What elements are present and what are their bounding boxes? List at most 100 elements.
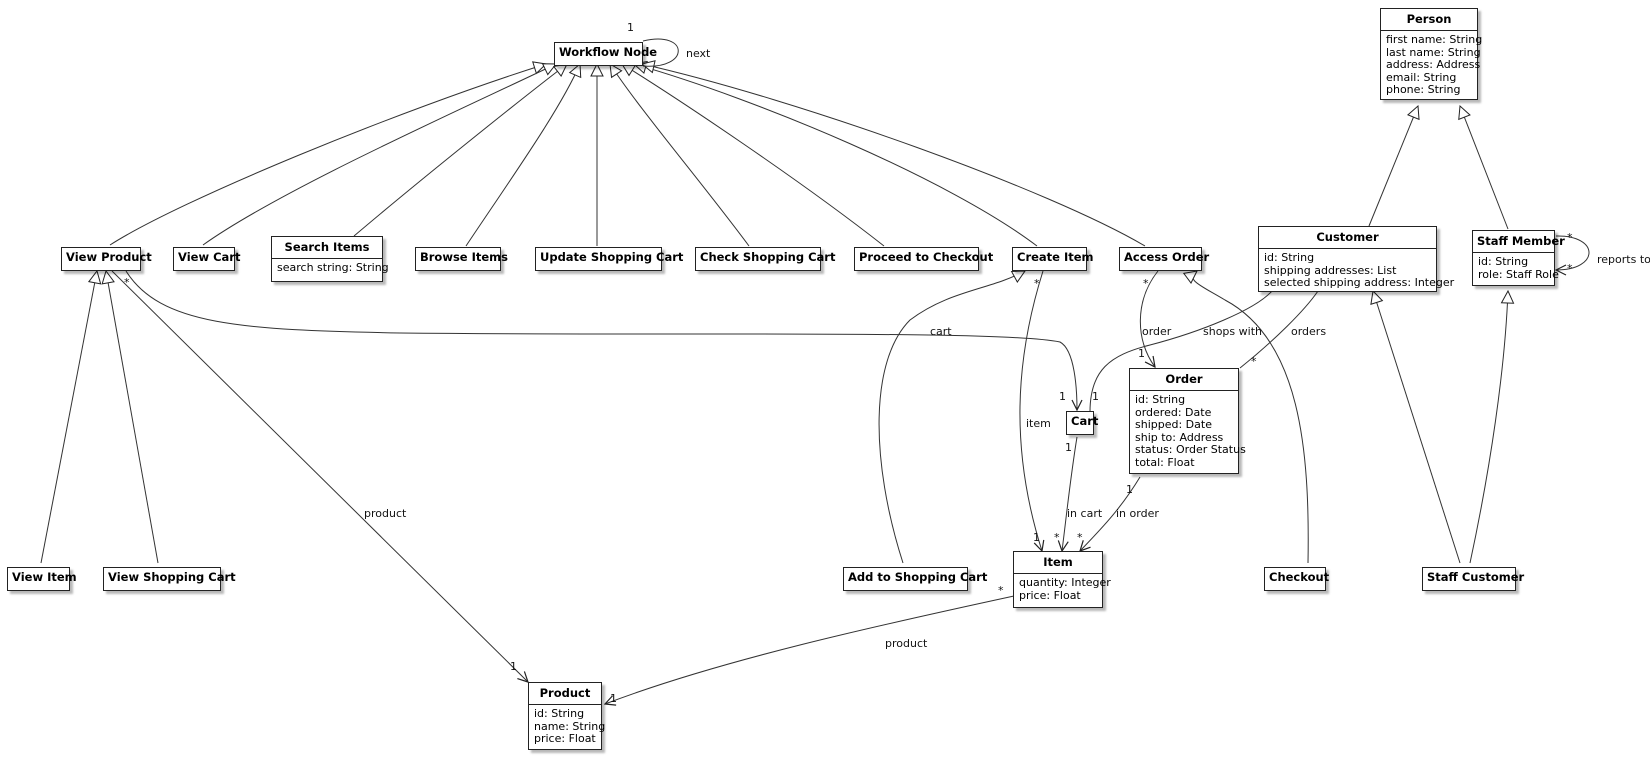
- class-title: Check Shopping Cart: [700, 250, 836, 264]
- mult-cart-item-1: 1: [1065, 441, 1072, 454]
- class-attributes: id: String role: Staff Role: [1473, 252, 1559, 284]
- class-attributes: id: String name: String price: Float: [529, 704, 605, 749]
- attribute: id: String: [1478, 255, 1529, 268]
- class-browse-items: Browse Items: [415, 247, 509, 271]
- assoc-order: [1139, 270, 1159, 367]
- attribute: ship to: Address: [1135, 430, 1224, 444]
- label-shops-with: shops with: [1203, 325, 1262, 338]
- attribute: ordered: Date: [1135, 405, 1212, 419]
- gen-create-item-workflow: [634, 64, 1038, 247]
- mult-order-item-star: *: [1077, 531, 1083, 544]
- gen-view-product-workflow: [109, 64, 546, 246]
- class-title: Add to Shopping Cart: [848, 570, 988, 584]
- class-title: Update Shopping Cart: [540, 250, 684, 264]
- class-access-order: Access Order: [1119, 247, 1209, 271]
- assoc-cart: [125, 270, 1077, 410]
- gen-staff-customer-customer: [1373, 291, 1461, 564]
- class-add-to-shopping-cart: Add to Shopping Cart: [843, 567, 988, 591]
- mult-item-product-1: 1: [610, 692, 617, 705]
- gen-search-items-workflow: [353, 64, 567, 237]
- attribute: address: Address: [1386, 58, 1481, 72]
- class-title: View Cart: [178, 250, 241, 264]
- mult-vp-cart-1: 1: [1059, 390, 1066, 403]
- mult-ao-order-star: *: [1143, 277, 1149, 290]
- gen-access-order-workflow: [642, 64, 1146, 247]
- class-title: Proceed to Checkout: [859, 250, 994, 264]
- attribute: price: Float: [534, 732, 596, 746]
- gen-view-item-view-product: [40, 271, 97, 564]
- class-title: Browse Items: [420, 250, 509, 264]
- attribute: id: String: [1264, 251, 1315, 264]
- class-staff-customer: Staff Customer: [1422, 567, 1525, 591]
- assoc-product: [111, 270, 528, 682]
- label-order: order: [1142, 325, 1172, 338]
- mult-cust-cart-1: 1: [1092, 390, 1099, 403]
- attribute: total: Float: [1135, 455, 1195, 469]
- class-title: Workflow Node: [559, 45, 658, 59]
- label-in-order: in order: [1116, 507, 1159, 520]
- gen-staff-member-person: [1460, 106, 1509, 230]
- gen-customer-person: [1368, 106, 1418, 227]
- label-product: product: [364, 507, 407, 520]
- label-orders: orders: [1291, 325, 1326, 338]
- assoc-orders: [1239, 278, 1327, 369]
- class-title: Cart: [1071, 414, 1099, 428]
- attribute: first name: String: [1386, 33, 1483, 46]
- class-view-item: View Item: [7, 567, 77, 591]
- attribute: quantity: Integer: [1019, 576, 1111, 589]
- class-title: View Item: [12, 570, 77, 584]
- class-title: Product: [539, 686, 591, 700]
- mult-order-item-1: 1: [1126, 483, 1133, 496]
- attribute: phone: String: [1386, 83, 1461, 97]
- mult-ci-item-star: *: [1034, 277, 1040, 290]
- label-item-product: product: [885, 637, 928, 650]
- class-workflow-node: Workflow Node: [554, 42, 658, 66]
- attribute: status: Order Status: [1135, 443, 1246, 457]
- label-in-cart: in cart: [1067, 507, 1103, 520]
- mult-item-product-star: *: [998, 584, 1004, 597]
- class-title: Item: [1043, 555, 1073, 569]
- gen-browse-items-workflow: [465, 64, 580, 247]
- class-staff-member: Staff Member id: String role: Staff Role: [1472, 230, 1565, 286]
- class-title: Staff Member: [1477, 234, 1565, 248]
- mult-vp-cart-star: *: [124, 276, 130, 289]
- attribute: id: String: [1135, 393, 1186, 406]
- class-update-shopping-cart: Update Shopping Cart: [535, 247, 684, 271]
- mult-ci-item-1: 1: [1033, 531, 1040, 544]
- class-view-product: View Product: [61, 247, 152, 271]
- class-title: Staff Customer: [1427, 570, 1525, 584]
- class-title: Checkout: [1269, 570, 1330, 584]
- class-search-items: Search Items search string: String: [271, 236, 389, 282]
- assoc-item: [1019, 270, 1043, 551]
- class-check-shopping-cart: Check Shopping Cart: [695, 247, 836, 271]
- class-proceed-to-checkout: Proceed to Checkout: [854, 247, 994, 271]
- attribute: id: String: [534, 707, 585, 720]
- label-cart: cart: [930, 325, 952, 338]
- class-attributes: search string: String: [272, 258, 389, 278]
- assoc-reports-to: [1556, 235, 1590, 270]
- gen-checkout-access-order: [1193, 271, 1309, 564]
- attribute: shipping addresses: List: [1264, 263, 1397, 277]
- class-title: Order: [1165, 372, 1203, 386]
- class-order: Order id: String ordered: Date shipped: …: [1129, 368, 1246, 474]
- class-product: Product id: String name: String price: F…: [528, 682, 605, 750]
- class-title: View Shopping Cart: [108, 570, 236, 584]
- class-title: View Product: [66, 250, 152, 264]
- mult-reports-star-a: *: [1567, 231, 1573, 244]
- class-attributes: quantity: Integer price: Float: [1014, 573, 1111, 605]
- class-item: Item quantity: Integer price: Float: [1013, 551, 1111, 608]
- assoc-next: [642, 38, 679, 67]
- class-attributes: id: String shipping addresses: List sele…: [1259, 248, 1454, 293]
- attribute: search string: String: [277, 261, 389, 274]
- assoc-in-cart: [1062, 436, 1078, 551]
- class-create-item: Create Item: [1012, 247, 1094, 271]
- class-title: Search Items: [284, 240, 370, 254]
- class-title: Person: [1406, 12, 1452, 26]
- attribute: email: String: [1386, 70, 1457, 84]
- mult-next-1: 1: [627, 21, 634, 34]
- gen-view-cart-workflow: [202, 64, 556, 246]
- class-checkout: Checkout: [1264, 567, 1330, 591]
- class-person: Person first name: String last name: Str…: [1380, 8, 1483, 100]
- gen-proceed-checkout-workflow: [622, 64, 885, 247]
